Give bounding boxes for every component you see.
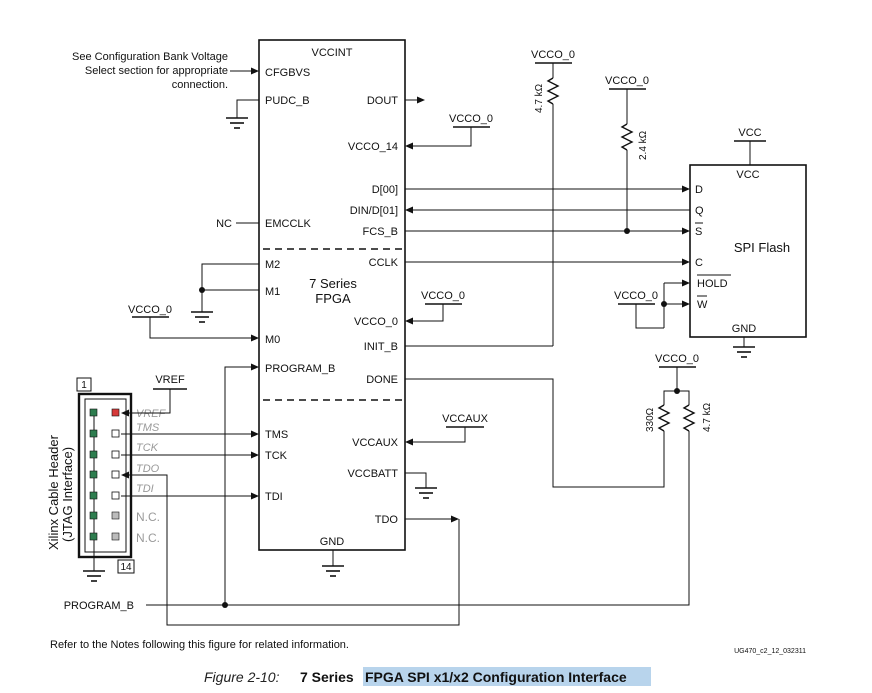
drawing-id: UG470_c2_12_032311 [734, 648, 806, 655]
emcclk-nc-label: NC [216, 218, 232, 230]
program-b-net-label: PROGRAM_B [64, 600, 134, 612]
jtag-label-tdi: TDI [136, 483, 154, 495]
pin14-label: 14 [120, 562, 132, 573]
pin1-marker [76, 377, 92, 392]
fpga-vcco0-rail-label: VCCO_0 [421, 290, 465, 302]
cfgbvs-note-line3: connection. [172, 79, 228, 91]
jtag-label-tdo: TDO [136, 463, 160, 475]
jtag-title-line2: (JTAG Interface) [60, 447, 75, 542]
pin-dout: DOUT [367, 95, 398, 107]
jtag-pin-nc2 [111, 532, 120, 541]
jtag-ground-pins [89, 408, 98, 557]
r-done-label: 330Ω [645, 407, 656, 432]
pin-init-b: INIT_B [364, 341, 398, 353]
flash-vcc-rail-label: VCC [738, 127, 761, 139]
pin-cfgbvs: CFGBVS [265, 67, 310, 79]
done-vcco0-label: VCCO_0 [655, 353, 699, 365]
fpga-title-line1: 7 Series [309, 276, 357, 291]
flash-pin-s: S [695, 226, 702, 238]
r-prog-label: 4.7 kΩ [702, 402, 713, 432]
pin14-marker [117, 559, 135, 574]
jtag-label-tms: TMS [136, 422, 160, 434]
ground-symbol-jtag [83, 570, 105, 582]
jtag-label-nc1: N.C. [136, 510, 160, 524]
jtag-title-line1: Xilinx Cable Header [46, 434, 61, 550]
ground-symbol-vccbatt [415, 487, 437, 499]
fcs-vcco0-label: VCCO_0 [605, 75, 649, 87]
pin-fcs-b: FCS_B [363, 226, 398, 238]
fpga-gnd-label: GND [320, 536, 345, 548]
caption-text-plain: 7 Series [300, 669, 354, 685]
hold-vcco0-label: VCCO_0 [614, 290, 658, 302]
footnote: Refer to the Notes following this figure… [50, 639, 349, 651]
resistor-done [657, 404, 671, 432]
flash-pin-hold: HOLD [697, 278, 728, 290]
pin-d00: D[00] [372, 184, 398, 196]
pin-vcco-14: VCCO_14 [348, 141, 398, 153]
jtag-pin-tms [111, 429, 120, 438]
pin-m0: M0 [265, 334, 280, 346]
pin-vcco-0: VCCO_0 [354, 316, 398, 328]
pin-m2: M2 [265, 259, 280, 271]
flash-pin-q: Q [695, 205, 704, 217]
ground-symbol-mode [191, 311, 213, 323]
fpga-vccint-label: VCCINT [312, 47, 353, 59]
flash-gnd-inner: GND [732, 323, 757, 335]
flash-pin-c: C [695, 257, 703, 269]
m0-vcco0-label: VCCO_0 [128, 304, 172, 316]
jtag-label-vref: VREF [136, 408, 167, 420]
cfgbvs-note-line2: Select section for appropriate [85, 65, 228, 77]
jtag-pin-tck [111, 450, 120, 459]
jtag-pin-tdo [111, 470, 120, 479]
pin-vccaux: VCCAUX [352, 437, 399, 449]
vref-rail-label: VREF [155, 374, 185, 386]
jtag-pin-tdi [111, 491, 120, 500]
resistor-prog [682, 404, 696, 432]
fpga-block [258, 39, 406, 551]
caption-text-highlight: FPGA SPI x1/x2 Configuration Interface [365, 669, 627, 685]
flash-pin-w: W [697, 299, 708, 311]
jtag-header-box [77, 392, 133, 559]
resistor-fcs [620, 123, 634, 151]
fpga-title-line2: FPGA [315, 291, 351, 306]
ground-symbol-flash [733, 346, 755, 358]
ground-symbol-fpga [322, 565, 344, 577]
pin-cclk: CCLK [369, 257, 399, 269]
jtag-label-nc2: N.C. [136, 531, 160, 545]
vcco14-rail-label: VCCO_0 [449, 113, 493, 125]
pin-emcclk: EMCCLK [265, 218, 312, 230]
pin-done: DONE [366, 374, 398, 386]
init-vcco0-label: VCCO_0 [531, 49, 575, 61]
pin-tdi: TDI [265, 491, 283, 503]
pin-m1: M1 [265, 286, 280, 298]
pin-tms: TMS [265, 429, 288, 441]
flash-title: SPI Flash [734, 240, 790, 255]
pin-tck: TCK [265, 450, 288, 462]
flash-pin-d: D [695, 184, 703, 196]
pin-din-d01: DIN/D[01] [350, 205, 398, 217]
pin1-label: 1 [81, 380, 87, 391]
jtag-pin-vref [111, 408, 120, 417]
jtag-label-tck: TCK [136, 442, 159, 454]
r-fcs-label: 2.4 kΩ [638, 130, 649, 160]
cfgbvs-note-line1: See Configuration Bank Voltage [72, 51, 228, 63]
resistor-init [546, 77, 560, 105]
pin-tdo: TDO [375, 514, 399, 526]
pin-program-b: PROGRAM_B [265, 363, 335, 375]
pin-pudc-b: PUDC_B [265, 95, 310, 107]
flash-vcc-inner: VCC [736, 169, 759, 181]
caption-highlight [363, 667, 651, 686]
spi-flash-block [689, 164, 807, 338]
jtag-pin-nc1 [111, 511, 120, 520]
ground-symbol-pudc [226, 117, 248, 129]
pin-vccbatt: VCCBATT [347, 468, 398, 480]
caption-label: Figure 2-10: [204, 669, 280, 685]
vccaux-rail-label: VCCAUX [442, 413, 489, 425]
cfgbvs-arrow [251, 67, 259, 75]
r-init-label: 4.7 kΩ [534, 83, 545, 113]
